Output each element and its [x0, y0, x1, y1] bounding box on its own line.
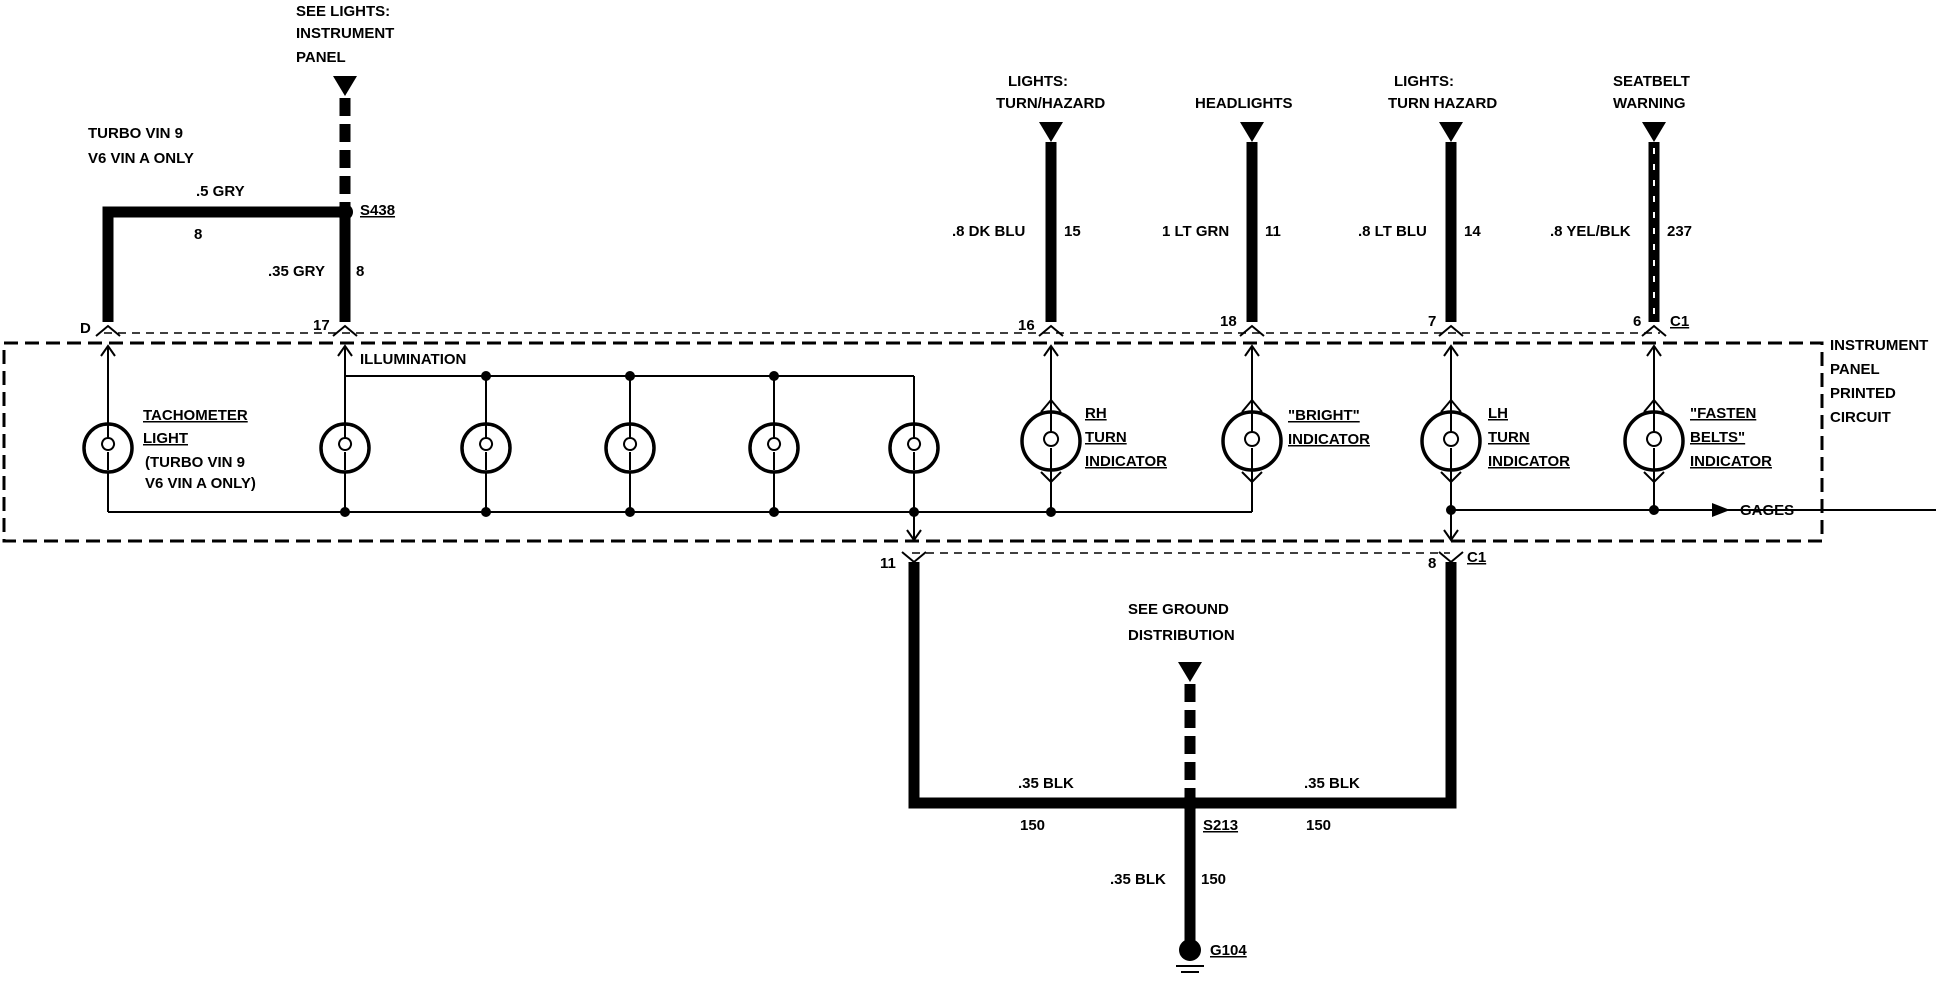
wire-circuit-blk-right: 150: [1306, 817, 1331, 834]
wire-label-lt-grn: 1 LT GRN: [1162, 223, 1229, 240]
pin-11: 11: [880, 555, 896, 572]
splice-s213-dot: [1182, 795, 1198, 811]
pin-8: 8: [1428, 555, 1436, 572]
splice-s213-label: S213: [1203, 817, 1238, 834]
wire-label-gry-5: .5 GRY: [196, 183, 245, 200]
wire-circuit-lt-grn: 11: [1265, 223, 1281, 240]
wire-label-blk-right: .35 BLK: [1304, 775, 1360, 792]
connector-c1-top: C1: [1670, 313, 1689, 330]
illumination-bulbs: [82, 376, 940, 512]
bright-label-1: "BRIGHT": [1288, 407, 1360, 424]
ground-g104-dot: [1179, 939, 1201, 961]
wire-circuit-lt-blu: 14: [1464, 223, 1481, 240]
rh-turn-label-3: INDICATOR: [1085, 453, 1167, 470]
panel-label-3: PRINTED: [1830, 385, 1896, 402]
wire-label-yel-blk: .8 YEL/BLK: [1550, 223, 1631, 240]
ref-turn-hazard-1-line1: LIGHTS:: [1008, 73, 1068, 90]
ground-g104-label: G104: [1210, 942, 1247, 959]
gages-arrow: [1712, 503, 1730, 517]
ground-ref-2: DISTRIBUTION: [1128, 627, 1235, 644]
wire-gry-5: [102, 206, 345, 322]
wire-label-gry-35: .35 GRY: [268, 263, 325, 280]
gages-label: GAGES: [1740, 502, 1794, 519]
wire-label-blk-left: .35 BLK: [1018, 775, 1074, 792]
lh-turn-label-1: LH: [1488, 405, 1508, 422]
ref-turn-hazard-2-line1: LIGHTS:: [1394, 73, 1454, 90]
rh-turn-label-1: RH: [1085, 405, 1107, 422]
tach-note-2: V6 VIN A ONLY): [145, 475, 256, 492]
printed-circuit-boundary: [2, 341, 1824, 543]
wire-blk-left: [908, 562, 1190, 809]
illumination-label: ILLUMINATION: [360, 351, 466, 368]
wire-label-blk-down: .35 BLK: [1110, 871, 1166, 888]
connector-chevrons-top: [95, 324, 1667, 337]
wire-circuit-blk-down: 150: [1201, 871, 1226, 888]
ref-instrument-panel-3: PANEL: [296, 49, 346, 66]
wire-circuit-blk-left: 150: [1020, 817, 1045, 834]
arrow-seatbelt: [1642, 122, 1666, 142]
wire-circuit-yel-blk: 237: [1667, 223, 1692, 240]
panel-label-1: INSTRUMENT: [1830, 337, 1928, 354]
pin-6: 6: [1633, 313, 1641, 330]
arrow-headlights: [1240, 122, 1264, 142]
pin-16: 16: [1018, 317, 1035, 334]
lh-turn-label-3: INDICATOR: [1488, 453, 1570, 470]
panel-label-2: PANEL: [1830, 361, 1880, 378]
turbo-note-2: V6 VIN A ONLY: [88, 150, 194, 167]
fasten-label-3: INDICATOR: [1690, 453, 1772, 470]
wire-circuit-gry-5: 8: [194, 226, 202, 243]
wire-circuit-gry-35: 8: [356, 263, 364, 280]
connector-c1-bottom: C1: [1467, 549, 1486, 566]
ref-seatbelt-2: WARNING: [1613, 95, 1686, 112]
panel-label-4: CIRCUIT: [1830, 409, 1891, 426]
pin-7: 7: [1428, 313, 1436, 330]
wire-label-lt-blu: .8 LT BLU: [1358, 223, 1427, 240]
wire-label-dk-blu: .8 DK BLU: [952, 223, 1025, 240]
wire-blk-right: [1190, 562, 1457, 809]
pin-18: 18: [1220, 313, 1237, 330]
splice-s438-dot: [337, 204, 353, 220]
ref-headlights: HEADLIGHTS: [1195, 95, 1293, 112]
indicator-bulbs: [1020, 398, 1685, 484]
tach-note-1: (TURBO VIN 9: [145, 454, 245, 471]
tach-label-1: TACHOMETER: [143, 407, 248, 424]
fasten-label-1: "FASTEN: [1690, 405, 1756, 422]
lh-turn-label-2: TURN: [1488, 429, 1530, 446]
ref-turn-hazard-2-line2: TURN HAZARD: [1388, 95, 1497, 112]
ground-ref-1: SEE GROUND: [1128, 601, 1229, 618]
ref-instrument-panel-2: INSTRUMENT: [296, 25, 394, 42]
ref-seatbelt-1: SEATBELT: [1613, 73, 1690, 90]
arrow-instrument-panel: [333, 76, 357, 96]
wire-circuit-dk-blu: 15: [1064, 223, 1081, 240]
fasten-label-2: BELTS": [1690, 429, 1745, 446]
bright-label-2: INDICATOR: [1288, 431, 1370, 448]
ground-symbol: [1176, 965, 1204, 973]
ref-instrument-panel-1: SEE LIGHTS:: [296, 3, 390, 20]
pin-17: 17: [313, 317, 330, 334]
arrow-ground-distribution: [1178, 662, 1202, 682]
pin-d: D: [80, 320, 91, 337]
tach-label-2: LIGHT: [143, 430, 188, 447]
internal-feeds: [100, 344, 1936, 542]
ref-turn-hazard-1-line2: TURN/HAZARD: [996, 95, 1105, 112]
turbo-note-1: TURBO VIN 9: [88, 125, 183, 142]
arrow-turn-hazard-1: [1039, 122, 1063, 142]
splice-s438-label: S438: [360, 202, 395, 219]
arrow-turn-hazard-2: [1439, 122, 1463, 142]
rh-turn-label-2: TURN: [1085, 429, 1127, 446]
junction-dots: [340, 371, 1659, 517]
